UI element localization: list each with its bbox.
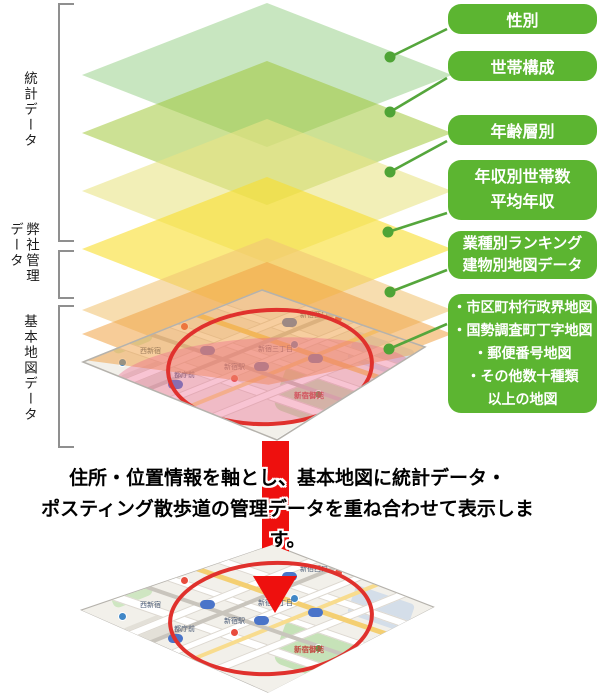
map-pin-icon — [180, 576, 189, 585]
result-map-layer: 新宿西口 新宿三丁目 新宿駅 西新宿 都庁前 新宿御苑 — [82, 545, 433, 693]
map-label-red: 新宿御苑 — [294, 645, 324, 654]
map-pin-icon — [314, 644, 323, 653]
bracket-statistics — [58, 3, 74, 242]
route-shield-icon — [308, 608, 323, 617]
caption-line2: ポスティング散歩道の管理データを重ね合わせて表示します。 — [41, 499, 534, 551]
map-label: 西新宿 — [140, 602, 161, 609]
company-data-label: 弊社管理データ — [8, 222, 39, 284]
map-label: 都庁前 — [174, 626, 195, 633]
route-shield-icon — [254, 616, 269, 625]
map-pin-icon — [106, 376, 115, 385]
map-pin-icon — [230, 628, 239, 637]
map-label: 新宿西口 — [300, 566, 328, 573]
callout-age: 年齢層別 — [448, 115, 597, 145]
callout-map-types: ・市区町村行政界地図 ・国勢調査町丁字地図 ・郵便番号地図 ・その他数十種類 以… — [448, 294, 597, 413]
caption-line1: 住所・位置情報を軸とし、基本地図に統計データ・ — [68, 468, 506, 489]
base-map-data-label: 基本地図データ — [22, 314, 37, 423]
bracket-company — [58, 250, 74, 299]
statistics-data-label: 統計データ — [22, 71, 37, 149]
map-label: 新宿駅 — [224, 618, 245, 625]
callout-industry: 業種別ランキング 建物別地図データ — [448, 231, 597, 279]
route-shield-icon — [200, 600, 215, 609]
callout-gender: 性別 — [448, 4, 597, 34]
callout-income: 年収別世帯数 平均年収 — [448, 160, 597, 220]
route-shield-icon — [168, 634, 183, 643]
group-brackets — [58, 3, 74, 448]
map-pin-icon — [152, 560, 161, 569]
callout-household: 世帯構成 — [448, 51, 597, 81]
map-pin-icon — [106, 630, 115, 639]
caption-text: 住所・位置情報を軸とし、基本地図に統計データ・ ポスティング散歩道の管理データを… — [30, 463, 545, 556]
arrow-head-icon — [253, 576, 297, 613]
bracket-basemap — [58, 305, 74, 448]
map-pin-icon — [118, 612, 127, 621]
